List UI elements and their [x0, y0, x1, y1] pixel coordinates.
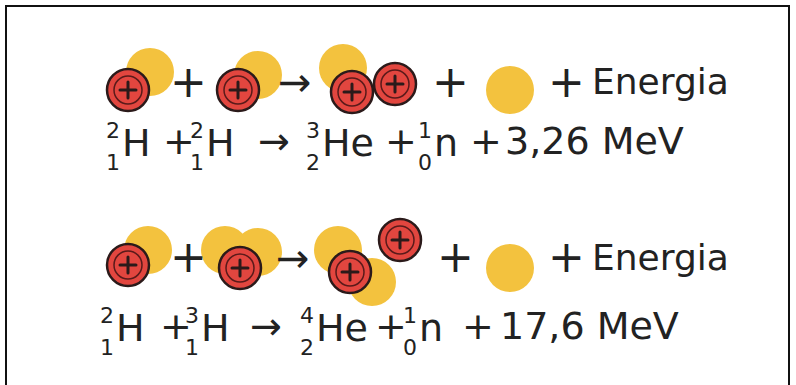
atomic-number: 2 [306, 152, 320, 174]
element-symbol: n [434, 124, 458, 162]
atomic-number: 0 [403, 337, 417, 359]
atomic-number: 0 [418, 152, 432, 174]
proton [379, 219, 421, 261]
proton [219, 247, 261, 289]
neutron [486, 66, 534, 114]
mass-number: 2 [190, 120, 204, 142]
neutron [486, 244, 534, 292]
reaction-arrow: → [258, 122, 290, 160]
energy-value: 17,6 MeV [500, 307, 679, 345]
element-symbol: H [116, 309, 145, 347]
energy-label: Energia [592, 240, 729, 276]
energy-label: Energia [592, 64, 729, 100]
frame-border [6, 6, 789, 385]
atomic-number: 1 [106, 152, 120, 174]
energy-value: 3,26 MeV [505, 122, 684, 160]
atomic-number: 1 [100, 337, 114, 359]
element-symbol: H [206, 124, 235, 162]
atomic-number: 1 [190, 152, 204, 174]
mass-number: 1 [403, 305, 417, 327]
mass-number: 3 [306, 120, 320, 142]
reaction-arrow: → [250, 307, 282, 345]
mass-number: 2 [106, 120, 120, 142]
plus-sign: + [437, 235, 474, 279]
plus-sign: + [375, 307, 407, 345]
reaction-arrow: → [276, 238, 310, 278]
mass-number: 2 [100, 305, 114, 327]
element-symbol: n [419, 309, 443, 347]
plus-sign: + [170, 235, 207, 279]
reaction-arrow: → [278, 62, 312, 102]
plus-sign: + [548, 60, 585, 104]
plus-sign: + [470, 122, 502, 160]
element-symbol: He [316, 309, 368, 347]
element-symbol: H [201, 309, 230, 347]
proton [329, 251, 371, 293]
proton [217, 69, 259, 111]
element-symbol: He [322, 124, 374, 162]
proton [331, 71, 373, 113]
plus-sign: + [170, 60, 207, 104]
atomic-number: 2 [300, 337, 314, 359]
proton [107, 69, 149, 111]
element-symbol: H [122, 124, 151, 162]
proton [107, 244, 149, 286]
proton [374, 63, 416, 105]
plus-sign: + [548, 235, 585, 279]
plus-sign: + [432, 60, 469, 104]
mass-number: 3 [185, 305, 199, 327]
plus-sign: + [462, 307, 494, 345]
mass-number: 4 [300, 305, 314, 327]
atomic-number: 1 [185, 337, 199, 359]
mass-number: 1 [418, 120, 432, 142]
plus-sign: + [385, 122, 417, 160]
